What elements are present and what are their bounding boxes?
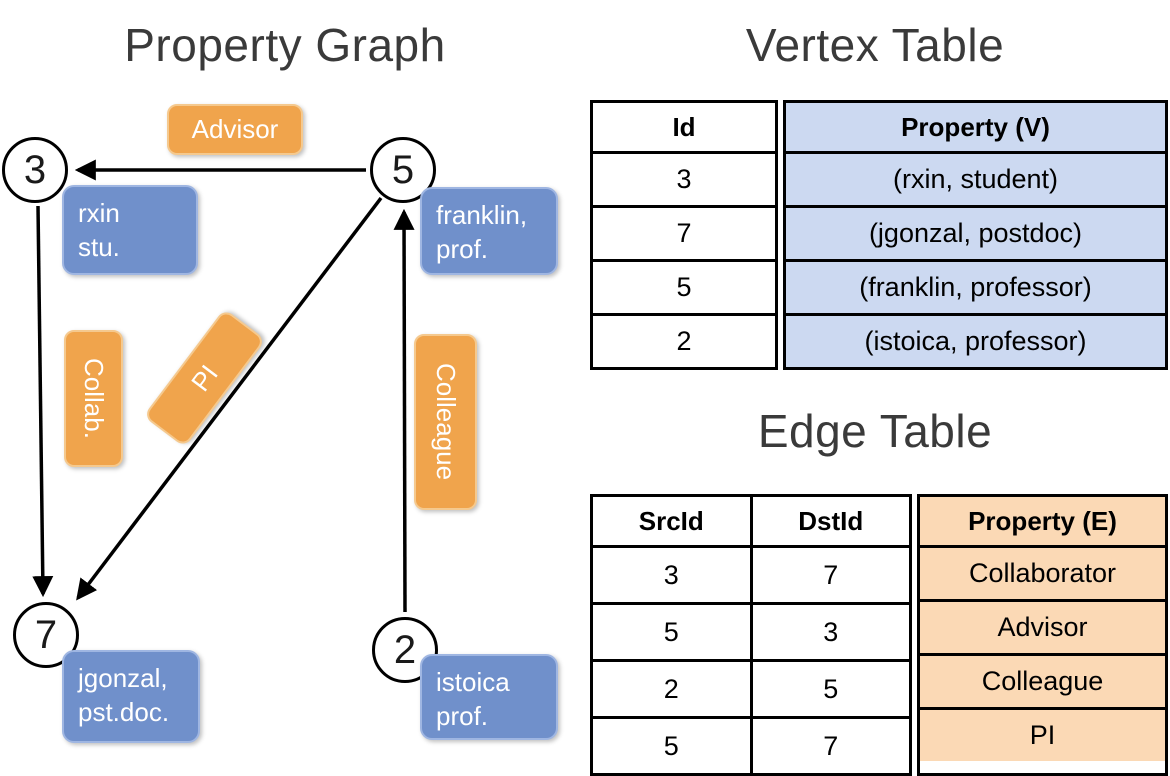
edge-table-title: Edge Table xyxy=(757,405,993,457)
edge-table-cell-property: Collaborator xyxy=(920,545,1165,599)
edge-table-id-columns: SrcId DstId 3 7 5 3 2 5 5 7 xyxy=(590,494,912,776)
vertex-property-line: istoica xyxy=(436,667,510,697)
vertex-table-cell-property: (franklin, professor) xyxy=(786,259,1165,313)
edge-table-header-dstid: DstId xyxy=(749,497,910,545)
vertex-property-box-7: jgonzal, pst.doc. xyxy=(62,650,200,743)
edge-arrow-pi-5-to-7 xyxy=(76,196,383,601)
edge-table-property-column: Property (E) Collaborator Advisor Collea… xyxy=(917,494,1168,776)
edge-table-header-property: Property (E) xyxy=(920,497,1165,545)
vertex-property-line: jgonzal, xyxy=(78,663,168,693)
edge-table: SrcId DstId 3 7 5 3 2 5 5 7 Property (E)… xyxy=(590,494,1168,776)
edge-label-advisor: Advisor xyxy=(167,104,303,155)
slide-canvas: Property Graph 3 5 7 2 rxin stu. frankli… xyxy=(2,19,1168,776)
edge-table-cell-property: Advisor xyxy=(920,599,1165,653)
vertex-table-header-property: Property (V) xyxy=(786,103,1165,151)
edge-table-header-row: SrcId DstId xyxy=(593,497,909,545)
edge-table-cell-dstid: 7 xyxy=(749,548,910,602)
vertex-id-label: 2 xyxy=(393,627,417,672)
vertex-table-property-column: Property (V) (rxin, student) (jgonzal, p… xyxy=(783,100,1168,370)
edge-table-cell-dstid: 7 xyxy=(749,719,910,773)
edge-table-cell-srcid: 2 xyxy=(663,673,679,704)
property-graph-title: Property Graph xyxy=(124,19,446,71)
edge-label-collab: Collab. xyxy=(64,330,123,467)
vertex-table-cell-id: 2 xyxy=(593,313,775,367)
vertex-property-line: stu. xyxy=(78,231,120,262)
vertex-node-7: 7 xyxy=(13,602,79,668)
edge-table-cell-dstid: 3 xyxy=(749,605,910,659)
edge-arrow-collab-3-to-7 xyxy=(32,205,54,598)
vertex-table-cell-id: 3 xyxy=(593,151,775,205)
vertex-id-label: 5 xyxy=(391,147,415,192)
vertex-table-cell-property: (jgonzal, postdoc) xyxy=(786,205,1165,259)
edge-arrow-colleague-2-to-5 xyxy=(393,208,415,613)
vertex-property-box-3: rxin stu. xyxy=(62,185,198,275)
vertex-id-label: 3 xyxy=(23,147,47,192)
edge-table-row: 2 5 xyxy=(593,659,909,716)
vertex-node-3: 3 xyxy=(2,137,68,203)
vertex-table-cell-id: 5 xyxy=(593,259,775,313)
vertex-property-line: pst.doc. xyxy=(78,696,170,727)
edge-table-row: 3 7 xyxy=(593,545,909,602)
edge-table-cell-srcid: 3 xyxy=(663,559,679,590)
edge-table-row: 5 7 xyxy=(593,716,909,773)
vertex-property-line: franklin, xyxy=(436,200,528,230)
vertex-table-cell-property: (istoica, professor) xyxy=(786,313,1165,367)
vertex-table-cell-id: 7 xyxy=(593,205,775,259)
edge-table-cell-property: Colleague xyxy=(920,653,1165,707)
vertex-property-line: prof. xyxy=(436,700,489,731)
vertex-property-box-2: istoica prof. xyxy=(420,654,558,740)
vertex-property-line: rxin xyxy=(78,198,120,228)
edge-table-cell-property: PI xyxy=(920,707,1165,761)
edge-table-row: 5 3 xyxy=(593,602,909,659)
edge-table-header-srcid: SrcId xyxy=(638,505,704,536)
vertex-table-id-column: Id 3 7 5 2 xyxy=(590,100,778,370)
edge-table-cell-dstid: 5 xyxy=(749,662,910,716)
vertex-property-line: prof. xyxy=(436,233,489,264)
edge-label-colleague: Colleague xyxy=(414,334,477,510)
vertex-table-cell-property: (rxin, student) xyxy=(786,151,1165,205)
vertex-id-label: 7 xyxy=(34,612,58,657)
vertex-table: Id 3 7 5 2 Property (V) (rxin, student) … xyxy=(590,100,1168,370)
vertex-table-title: Vertex Table xyxy=(745,19,1005,71)
vertex-table-header-id: Id xyxy=(672,111,696,142)
edge-table-cell-srcid: 5 xyxy=(663,616,679,647)
graph-edges-layer xyxy=(32,159,415,613)
vertex-property-box-5: franklin, prof. xyxy=(420,187,558,275)
edge-table-cell-srcid: 5 xyxy=(663,730,679,761)
